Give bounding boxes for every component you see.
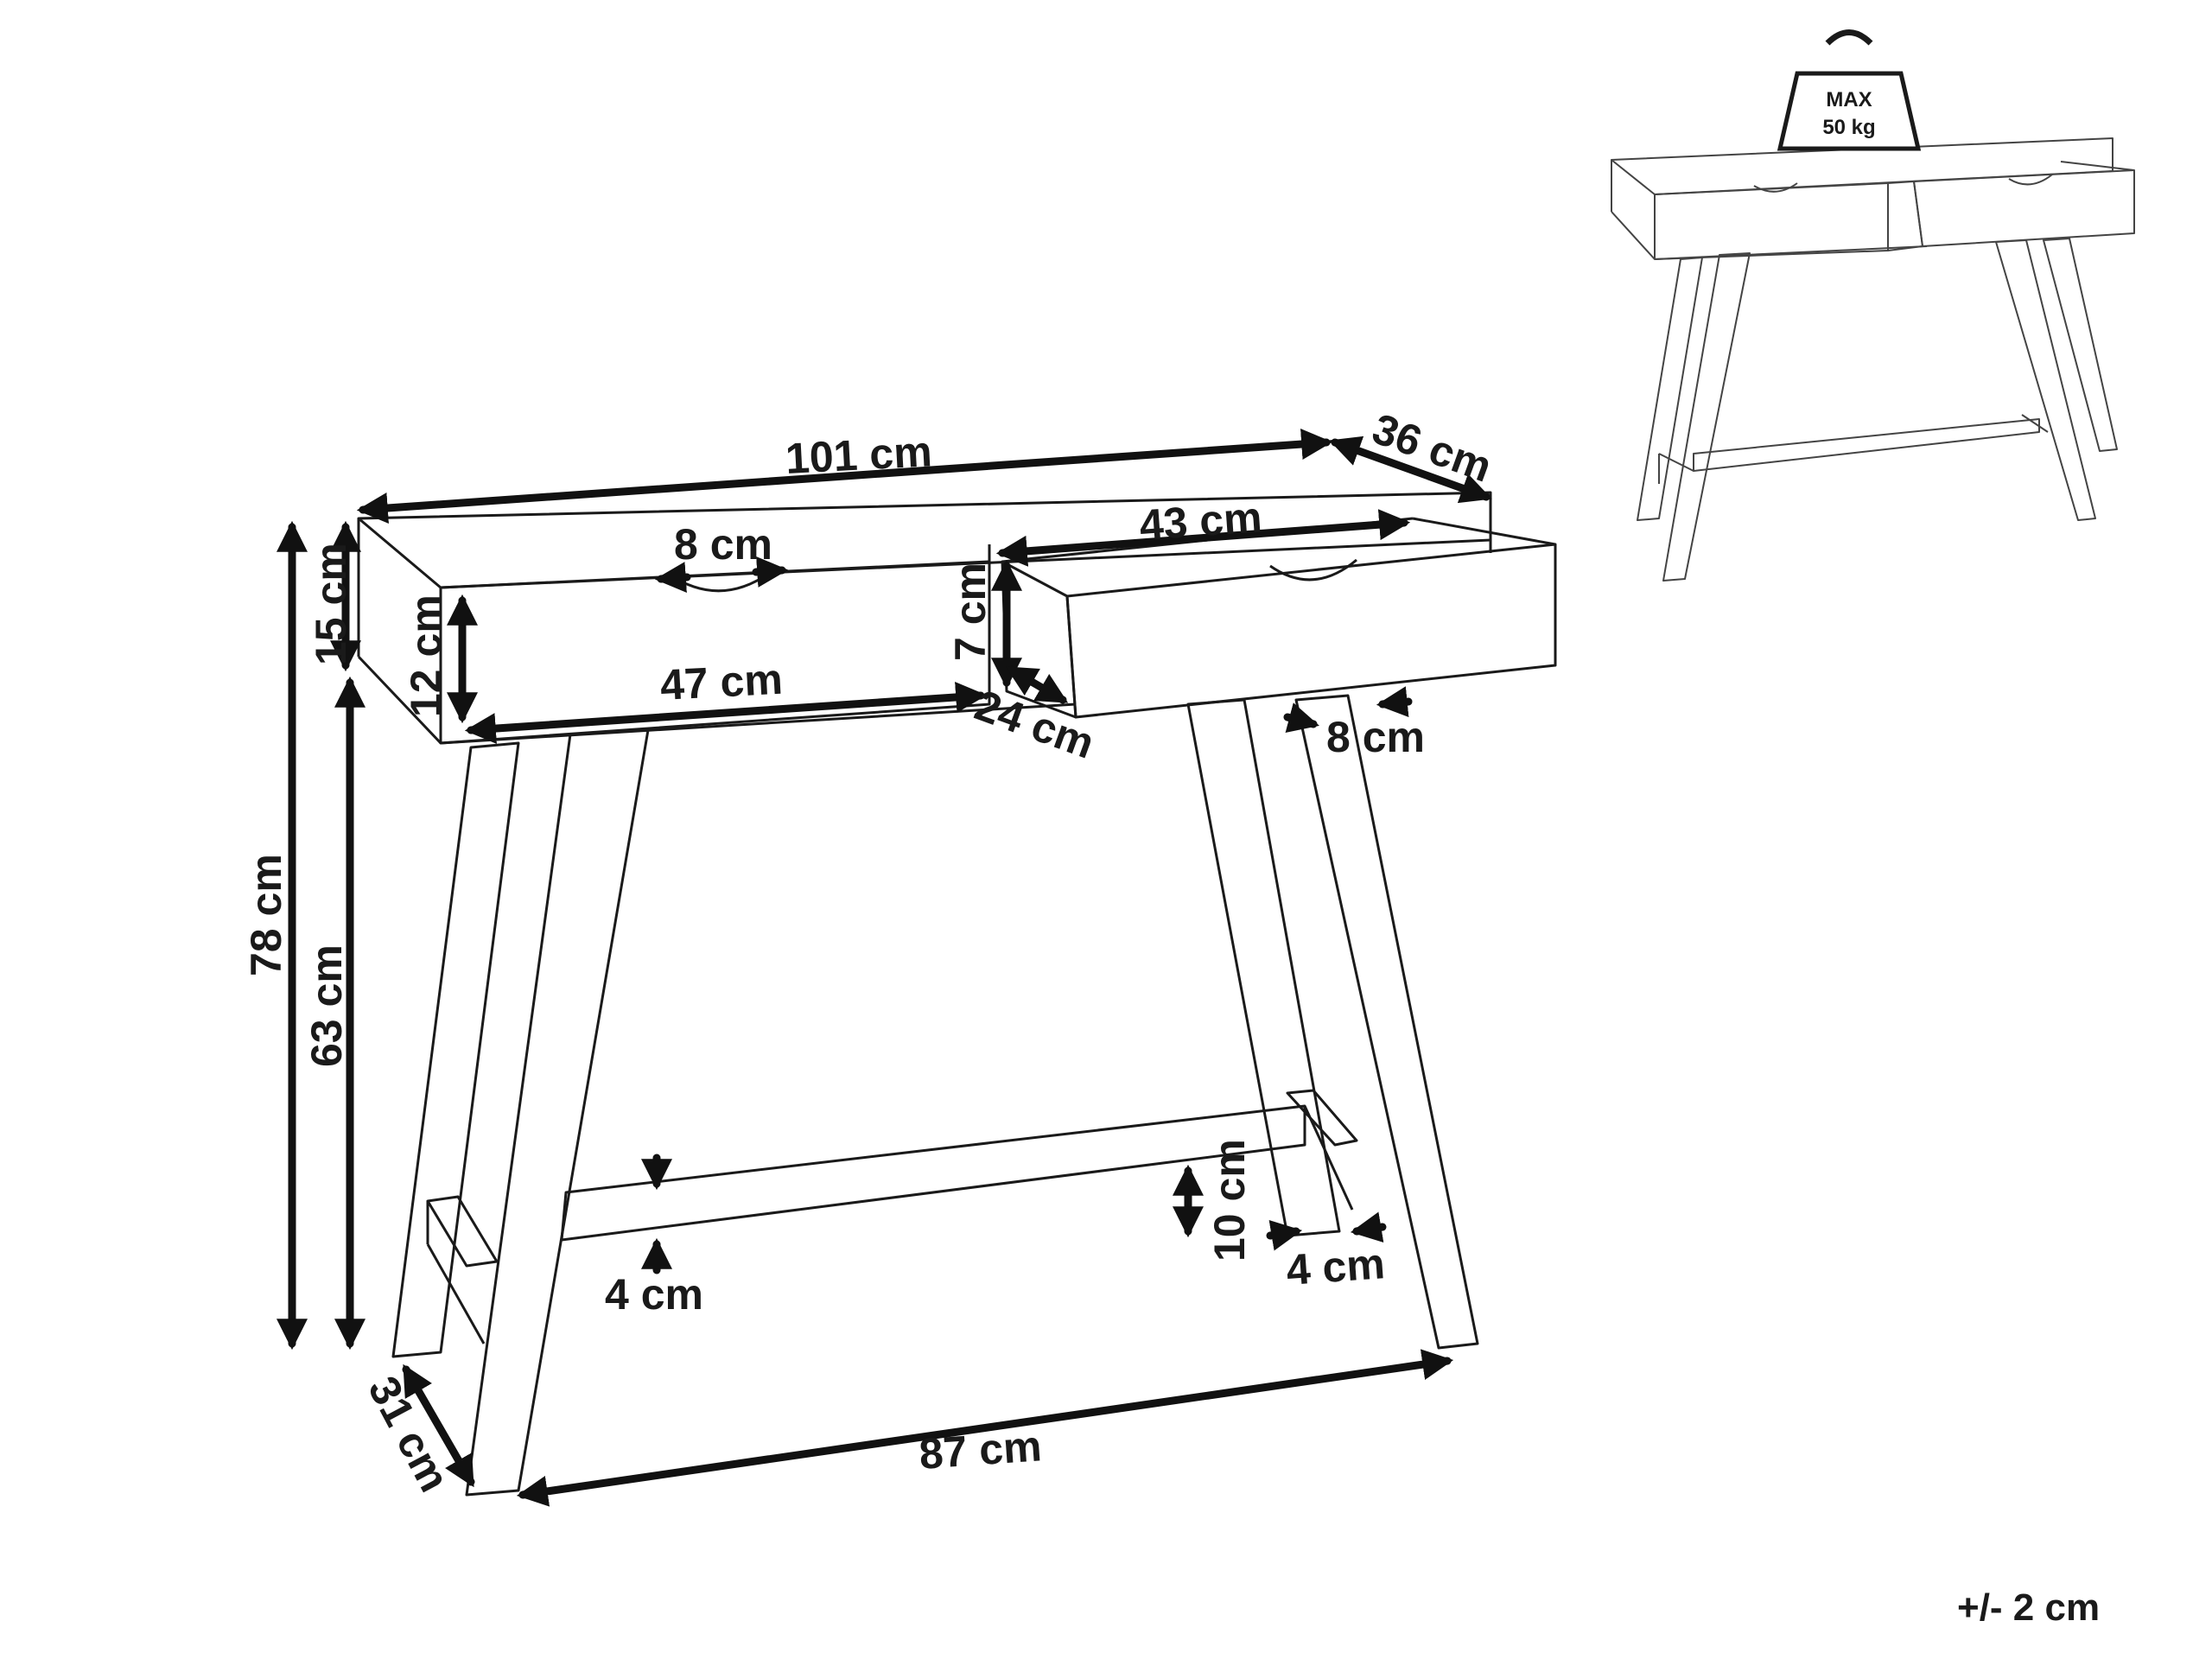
- right-drawer-open: [1065, 543, 1557, 719]
- tolerance-note: +/- 2 cm: [1957, 1586, 2100, 1629]
- dim-leg-width: 8 cm: [1326, 713, 1425, 761]
- dim-drawer-box-height: 7 cm: [946, 563, 995, 661]
- dim-drawer-front-height: 12 cm: [402, 594, 450, 717]
- dim-total-height: 78 cm: [242, 854, 290, 976]
- dim-top-height: 15 cm: [307, 543, 355, 665]
- weight-badge-line2: 50 kg: [1822, 116, 1875, 139]
- left-drawer: [439, 560, 991, 745]
- dim-width-top: 101 cm: [785, 427, 933, 483]
- weight-badge-line1: MAX: [1826, 88, 1872, 111]
- dimension-arrows: [276, 429, 1492, 1507]
- left-back-leg: [391, 741, 520, 1358]
- dim-handle-width: 8 cm: [674, 520, 772, 569]
- left-front-leg: [465, 728, 650, 1497]
- dim-leg-bottom-width: 4 cm: [1285, 1239, 1387, 1294]
- dim-bar-thickness: 4 cm: [605, 1270, 703, 1319]
- stretcher-bar: [560, 1104, 1306, 1242]
- table-top: [357, 491, 1492, 589]
- dim-drawer-depth: 24 cm: [969, 681, 1100, 768]
- dim-leg-height: 63 cm: [302, 944, 351, 1067]
- weight-icon: [1777, 29, 1922, 151]
- thumbnail-table: [1611, 137, 2135, 582]
- right-front-leg: [1294, 694, 1479, 1350]
- dim-drawer-width: 47 cm: [659, 655, 785, 709]
- dim-width-bottom: 87 cm: [918, 1421, 1043, 1478]
- dim-bar-height: 10 cm: [1205, 1139, 1254, 1262]
- right-back-leg: [1186, 698, 1341, 1237]
- dim-drawer-inner-width: 43 cm: [1138, 493, 1263, 550]
